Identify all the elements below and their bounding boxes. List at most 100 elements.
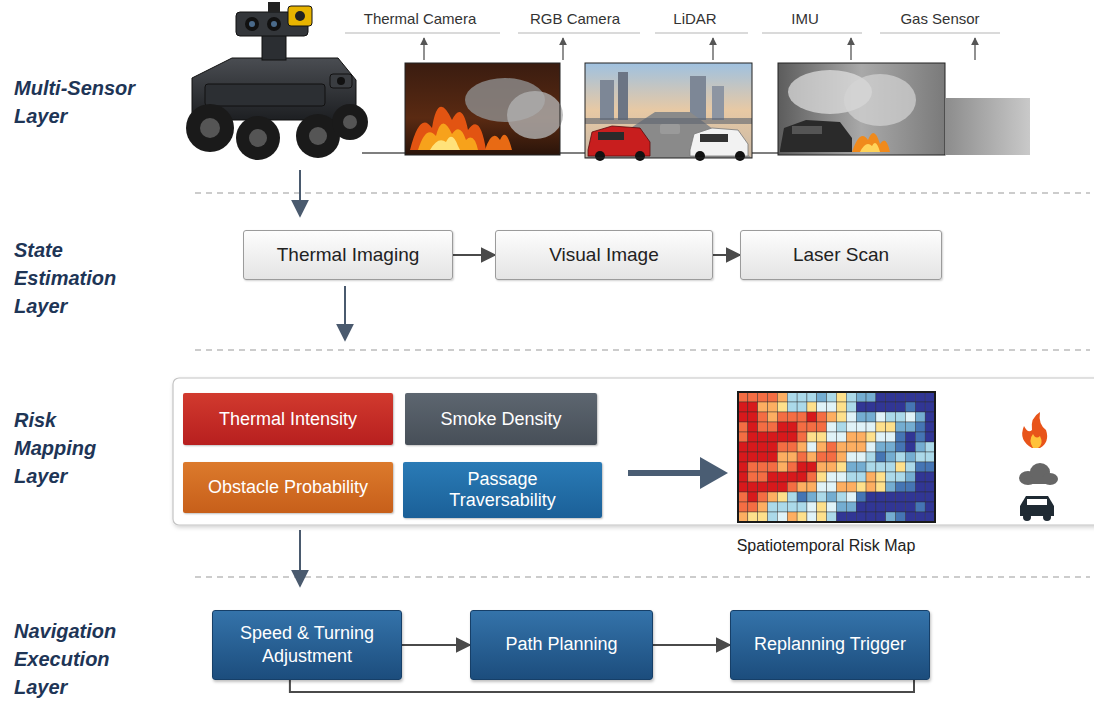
heatmap-cell xyxy=(787,482,797,492)
heatmap-frame xyxy=(738,392,935,522)
heatmap-cell xyxy=(827,472,837,482)
node-text: Path Planning xyxy=(505,633,617,656)
heatmap-cell xyxy=(846,482,856,492)
heatmap-cell xyxy=(768,482,778,492)
heatmap-cell xyxy=(807,472,817,482)
heatmap-cell xyxy=(905,512,915,522)
heatmap-cell xyxy=(817,442,827,452)
heatmap-cell xyxy=(817,412,827,422)
heatmap-cell xyxy=(905,402,915,412)
heatmap-cell xyxy=(925,402,935,412)
heatmap-cell xyxy=(807,462,817,472)
flow-connector xyxy=(653,644,730,646)
heatmap-cell xyxy=(817,392,827,402)
heatmap-cell xyxy=(915,462,925,472)
heatmap-cell xyxy=(925,502,935,512)
heatmap-cell xyxy=(827,502,837,512)
heatmap-cell xyxy=(827,432,837,442)
heatmap-cell xyxy=(856,432,866,442)
sensor-arrow xyxy=(424,38,975,60)
heatmap-cell xyxy=(768,502,778,512)
node-text: Thermal Intensity xyxy=(219,409,357,430)
heatmap-cell xyxy=(846,442,856,452)
heatmap-cell xyxy=(758,392,768,402)
heatmap-cell xyxy=(748,512,758,522)
heatmap-cell xyxy=(738,392,748,402)
heatmap-cell xyxy=(866,442,876,452)
heatmap-cell xyxy=(925,432,935,442)
heatmap-cell xyxy=(738,472,748,482)
heatmap-cell xyxy=(846,472,856,482)
heatmap-cell xyxy=(915,502,925,512)
heatmap-cell xyxy=(856,452,866,462)
heatmap-cell xyxy=(797,502,807,512)
heatmap-cell xyxy=(827,402,837,412)
heatmap-cell xyxy=(915,392,925,402)
heatmap-cell xyxy=(787,452,797,462)
heatmap-cell xyxy=(925,412,935,422)
heatmap-cell xyxy=(738,492,748,502)
heatmap-cell xyxy=(797,392,807,402)
heatmap-cell xyxy=(758,422,768,432)
heatmap-cell xyxy=(846,502,856,512)
heatmap-cell xyxy=(876,492,886,502)
heatmap-cell xyxy=(896,422,906,432)
action-box: Replanning Trigger xyxy=(730,610,930,680)
heatmap-cell xyxy=(915,432,925,442)
heatmap-cell xyxy=(807,412,817,422)
heatmap-cell xyxy=(886,442,896,452)
heatmap-cell xyxy=(837,482,847,492)
heatmap-cell xyxy=(876,482,886,492)
gas-photo xyxy=(778,63,1030,155)
heatmap-cell xyxy=(905,442,915,452)
heatmap-cell xyxy=(876,392,886,402)
heatmap-cell xyxy=(846,462,856,472)
heatmap-cell xyxy=(768,392,778,402)
heatmap-cell xyxy=(758,452,768,462)
heatmap-cell xyxy=(846,512,856,522)
heatmap-cell xyxy=(748,392,758,402)
heatmap-cell xyxy=(787,512,797,522)
heatmap-cell xyxy=(758,462,768,472)
heatmap-cell xyxy=(797,492,807,502)
heatmap-cell xyxy=(876,422,886,432)
heatmap-cell xyxy=(817,512,827,522)
heatmap-cell xyxy=(846,452,856,462)
heatmap-cell xyxy=(807,402,817,412)
heatmap-cell xyxy=(837,422,847,432)
heatmap-cell xyxy=(758,512,768,522)
heatmap-cell xyxy=(827,412,837,422)
heatmap-cell xyxy=(866,512,876,522)
heatmap-cell xyxy=(905,412,915,422)
heatmap-cell xyxy=(886,392,896,402)
heatmap-cell xyxy=(846,402,856,412)
heatmap-cell xyxy=(866,452,876,462)
heatmap-cell xyxy=(876,432,886,442)
heatmap-cell xyxy=(905,462,915,472)
heatmap-cell xyxy=(807,492,817,502)
node-text: Thermal Imaging xyxy=(277,244,420,266)
heatmap-cell xyxy=(777,452,787,462)
heatmap-cell xyxy=(846,432,856,442)
heatmap-cell xyxy=(876,402,886,412)
heatmap-cell xyxy=(777,442,787,452)
layer-label: Navigation Execution Layer xyxy=(14,617,159,701)
heatmap-cell xyxy=(777,492,787,502)
heatmap-cell xyxy=(817,462,827,472)
heatmap-cell xyxy=(837,442,847,452)
heatmap-cell xyxy=(807,422,817,432)
heatmap-cell xyxy=(886,402,896,412)
heatmap-cell xyxy=(777,462,787,472)
sensor-label: RGB Camera xyxy=(510,10,640,27)
flow-connector xyxy=(402,644,470,646)
heatmap-cell xyxy=(748,462,758,472)
heatmap-cell xyxy=(787,442,797,452)
heatmap-cell xyxy=(837,412,847,422)
heatmap-cell xyxy=(866,482,876,492)
heatmap-cell xyxy=(777,412,787,422)
heatmap-cell xyxy=(748,472,758,482)
heatmap-cell xyxy=(886,462,896,472)
heatmap-cell xyxy=(856,392,866,402)
heatmap-cell xyxy=(758,482,768,492)
